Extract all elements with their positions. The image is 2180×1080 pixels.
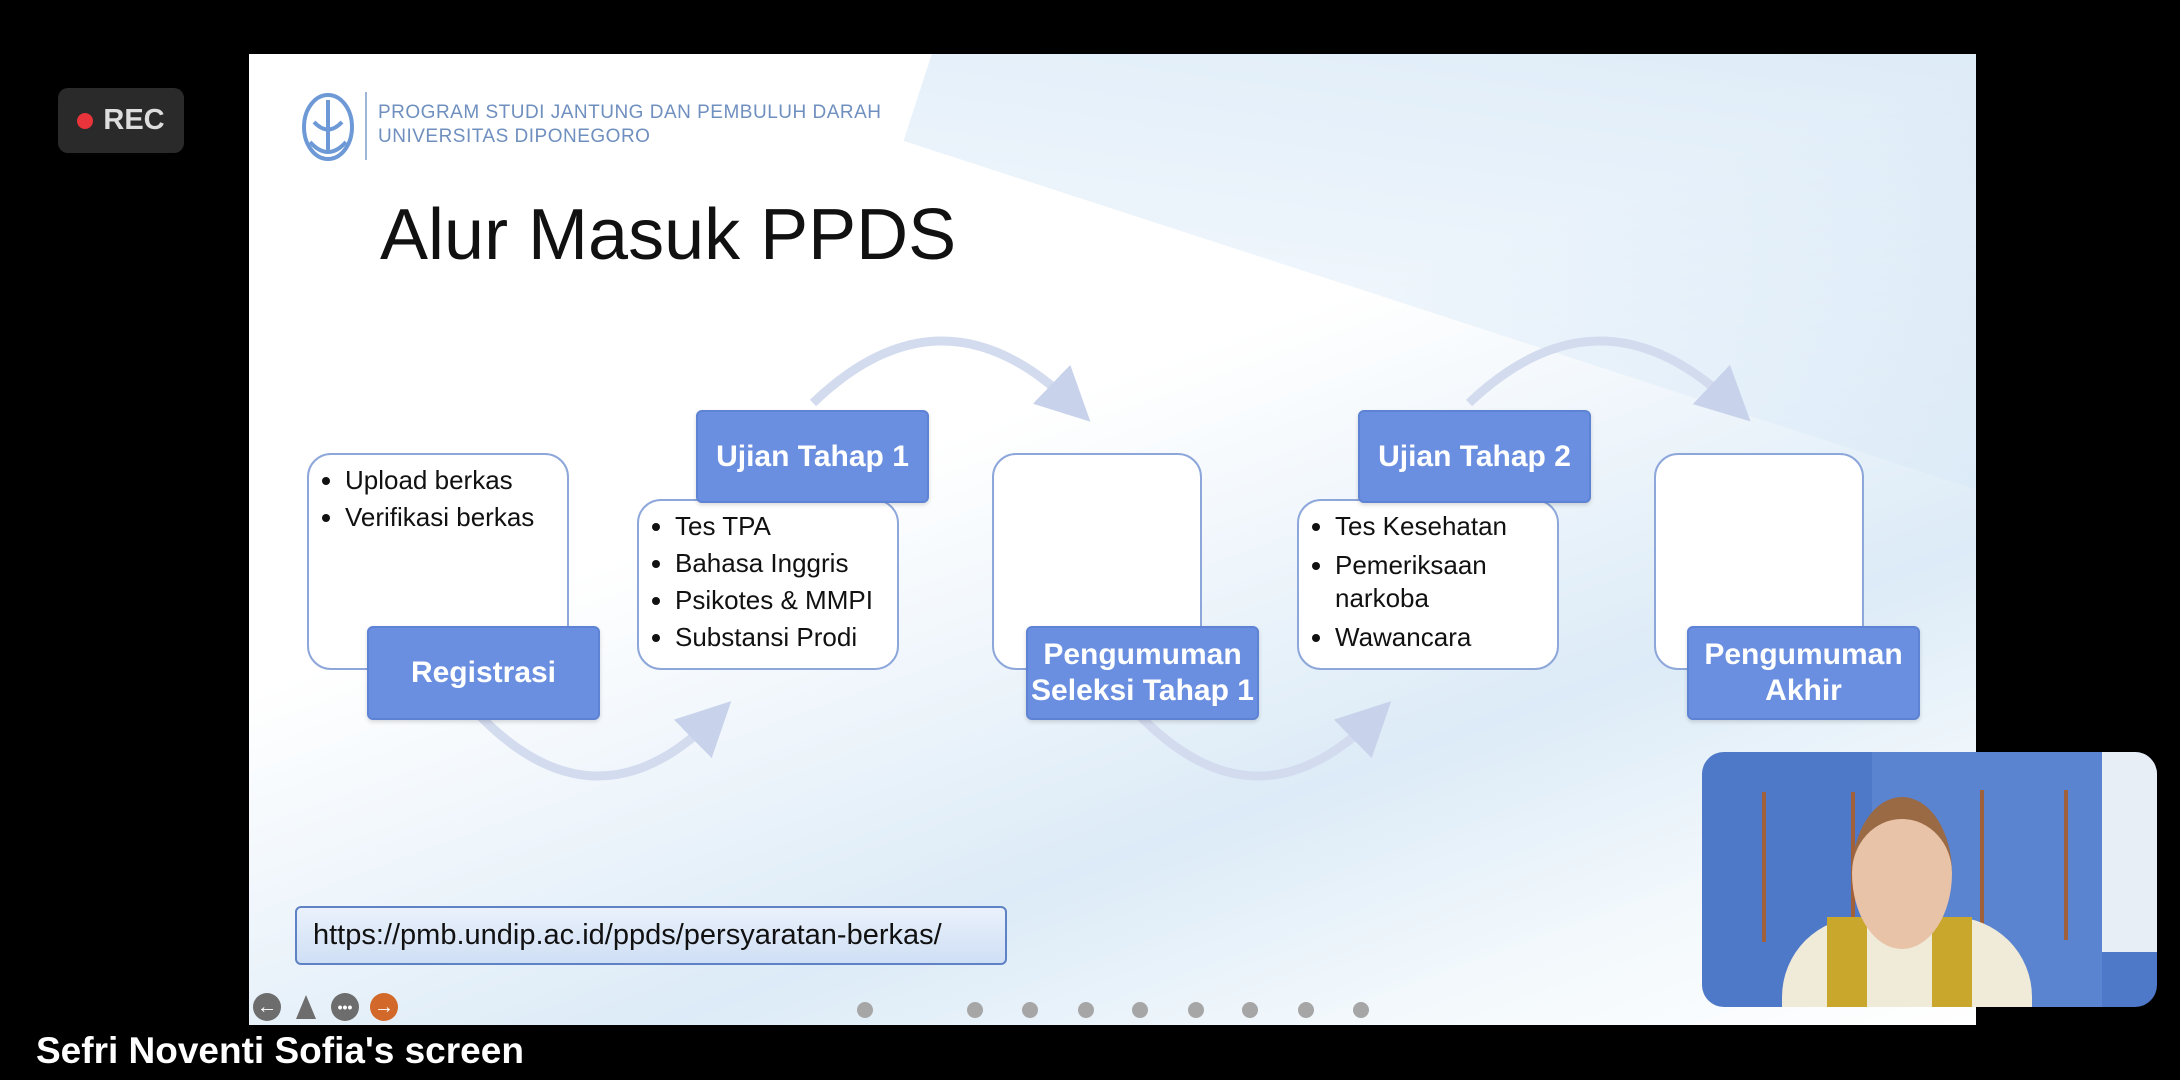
shelf — [1980, 790, 2068, 940]
page-dot[interactable] — [1188, 1002, 1204, 1018]
bullet-item: Verifikasi berkas — [345, 499, 534, 536]
bullet-item: Tes Kesehatan — [1335, 508, 1565, 545]
step-pengumuman-1-label: Pengumuman Seleksi Tahap 1 — [1026, 626, 1259, 720]
record-dot-icon — [77, 112, 94, 129]
step-ujian-2-box — [1297, 499, 1559, 670]
bullet-item: Wawancara — [1335, 619, 1565, 656]
page-dot[interactable] — [1298, 1002, 1314, 1018]
step-ujian-1-label: Ujian Tahap 1 — [696, 410, 929, 503]
org-name-line1: PROGRAM STUDI JANTUNG DAN PEMBULUH DARAH — [378, 102, 882, 123]
logo-divider — [365, 92, 367, 160]
step-pengumuman-akhir-label: Pengumuman Akhir — [1687, 626, 1920, 720]
step-ujian-2-bullets: Tes Kesehatan Pemeriksaan narkoba Wawanc… — [1301, 508, 1565, 656]
page-dot[interactable] — [1132, 1002, 1148, 1018]
presenter-face — [1852, 797, 1952, 949]
org-name-line2: UNIVERSITAS DIPONEGORO — [378, 126, 651, 147]
arrow-arc — [476, 701, 732, 781]
arrow-left-icon[interactable]: ← — [253, 993, 281, 1021]
bullet-item: Psikotes & MMPI — [675, 582, 873, 619]
pen-icon[interactable] — [296, 995, 316, 1019]
recording-label: REC — [103, 104, 165, 136]
bullet-item: Bahasa Inggris — [675, 545, 873, 582]
step-ujian-1-bullets: Tes TPA Bahasa Inggris Psikotes & MMPI S… — [641, 508, 873, 656]
flow-arrows — [476, 336, 1751, 781]
page-dot[interactable] — [857, 1002, 873, 1018]
recording-indicator: REC — [58, 88, 184, 153]
bullet-item: Pemeriksaan narkoba — [1335, 549, 1565, 615]
requirements-url-link[interactable]: https://pmb.undip.ac.id/ppds/persyaratan… — [295, 906, 1007, 965]
page-dot[interactable] — [1022, 1002, 1038, 1018]
presenter-video[interactable] — [1702, 752, 2157, 1007]
university-logo-icon — [302, 93, 354, 161]
slide-title: Alur Masuk PPDS — [380, 195, 957, 275]
step-ujian-2-label: Ujian Tahap 2 — [1358, 410, 1591, 503]
bullet-item: Substansi Prodi — [675, 619, 873, 656]
step-registrasi-bullets: Upload berkas Verifikasi berkas — [311, 462, 534, 536]
arrow-arc — [1136, 701, 1392, 781]
page-dot[interactable] — [1078, 1002, 1094, 1018]
screen-share-caption: Sefri Noventi Sofia's screen — [36, 1030, 524, 1071]
bullet-item: Upload berkas — [345, 462, 534, 499]
more-icon[interactable]: ••• — [331, 993, 359, 1021]
arrow-arc — [809, 336, 1091, 422]
arrow-arc — [1465, 336, 1751, 422]
page-dot[interactable] — [967, 1002, 983, 1018]
shared-slide: PROGRAM STUDI JANTUNG DAN PEMBULUH DARAH… — [249, 54, 1976, 1025]
arrow-right-icon[interactable]: → — [370, 993, 398, 1021]
page-dot[interactable] — [1242, 1002, 1258, 1018]
page-dot[interactable] — [1353, 1002, 1369, 1018]
step-registrasi-label: Registrasi — [367, 626, 600, 720]
bullet-item: Tes TPA — [675, 508, 873, 545]
